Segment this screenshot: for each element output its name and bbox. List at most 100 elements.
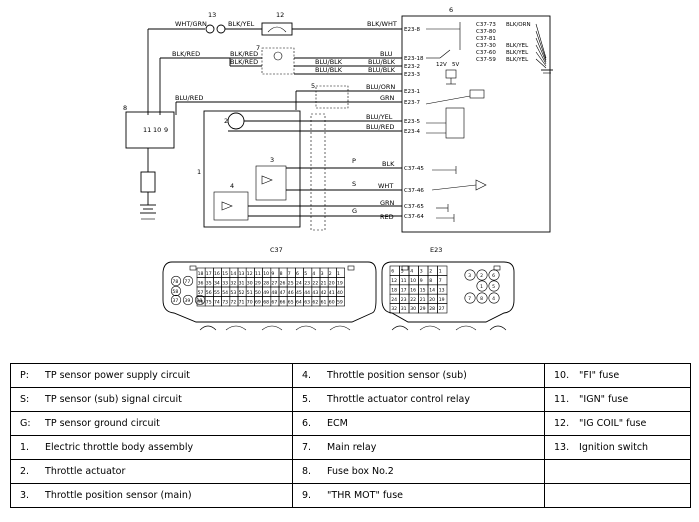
c37-pin-number: 60	[329, 299, 335, 305]
legend-key: 8.	[302, 466, 312, 477]
ecm-pin-c37-46: C37-46	[404, 188, 424, 194]
c37-pin-cell	[336, 296, 345, 307]
e23-pin-number: 21	[420, 297, 426, 303]
c37-pin-number: 72	[230, 299, 236, 305]
c37-pin-number: 54	[222, 290, 228, 296]
c37-pin-number: 67	[271, 299, 277, 305]
wire-label-blu-red-2: BLU/RED	[366, 123, 394, 131]
ecm-pin-c37-80: C37-80	[476, 29, 496, 35]
e23-pin-number: 19	[439, 297, 445, 303]
legend-value: Throttle position sensor (sub)	[327, 370, 467, 381]
c37-pin-number: 19	[337, 280, 343, 286]
ecm-pin-e23-5: E23-5	[404, 119, 420, 125]
e23-pin-number: 27	[439, 306, 445, 312]
legend-key: 7.	[302, 442, 312, 453]
ecm-pin-e23-1: E23-1	[404, 89, 420, 95]
c37-side-pin	[182, 294, 194, 306]
c37-pin-number: 36	[198, 280, 204, 286]
legend-cell: 7. Main relay	[292, 435, 545, 460]
ecm-pin-c37-59: C37-59	[476, 57, 496, 63]
connector-c37-title: C37	[270, 246, 283, 254]
c37-pin-number: 13	[239, 271, 245, 277]
e23-pin-number: 22	[410, 297, 416, 303]
wire-label-blu: BLU	[380, 50, 393, 58]
c37-side-pin	[182, 275, 194, 287]
c37-pin-number: 4	[312, 271, 315, 277]
part-label-6: 6	[449, 6, 453, 14]
c37-pin-number: 25	[288, 280, 294, 286]
main-relay-box	[261, 47, 295, 75]
legend-value: TP sensor ground circuit	[45, 418, 160, 429]
part-label-10: 10	[153, 126, 161, 134]
legend-value: Throttle actuator	[45, 466, 126, 477]
e23-pin-number: 6	[391, 269, 394, 275]
legend-key: 6.	[302, 418, 312, 429]
c37-pin-number: 1	[337, 271, 340, 277]
wire-label-wht: WHT	[378, 182, 393, 190]
ecm-pin-e23-2: E23-2	[404, 64, 420, 70]
e23-pin-number: 32	[391, 306, 397, 312]
wire-label-red: RED	[380, 213, 394, 221]
c37-pin-number: 65	[288, 299, 294, 305]
legend-value: Ignition switch	[579, 442, 649, 453]
e23-pin-number: 14	[429, 287, 435, 293]
e23-round-pin-number: 8	[480, 296, 483, 302]
e23-pin-number: 23	[401, 297, 407, 303]
c37-side-pin	[170, 275, 182, 287]
c37-pin-number: 41	[329, 290, 335, 296]
c37-side-pin	[194, 294, 206, 306]
legend-value: Throttle actuator control relay	[327, 394, 470, 405]
e23-round-pin-number: 3	[468, 273, 471, 279]
wire-label-blu-red: BLU/RED	[175, 94, 203, 102]
legend-value: Main relay	[327, 442, 377, 453]
c37-pin-number: 75	[206, 299, 212, 305]
ecm-pin-e23-18: E23-18	[404, 56, 424, 62]
legend-cell	[544, 483, 691, 508]
part-label-11: 11	[143, 126, 151, 134]
wire-label-blu-yel: BLU/YEL	[366, 113, 393, 121]
legend-value: "IG COIL" fuse	[579, 418, 647, 429]
throttle-actuator-relay-box	[315, 85, 349, 109]
ignition-switch-icon	[205, 24, 215, 34]
legend-cell: 11. "IGN" fuse	[544, 387, 691, 412]
legend-cell: S: TP sensor (sub) signal circuit	[10, 387, 293, 412]
shield-line	[310, 113, 326, 231]
legend-cell: 6. ECM	[292, 411, 545, 436]
c37-pin-number: 66	[280, 299, 286, 305]
c37-pin-number: 57	[198, 290, 204, 296]
c37-pin-number: 21	[321, 280, 327, 286]
part-label-2: 2	[224, 117, 228, 125]
c37-pin-number: 68	[263, 299, 269, 305]
main-fuse-icon	[140, 171, 156, 193]
e23-pin-number: 24	[391, 297, 397, 303]
c37-pin-number: 30	[247, 280, 253, 286]
part-label-13: 13	[208, 11, 216, 19]
c37-pin-number: 17	[206, 271, 212, 277]
wire-label-blk-yel: BLK/YEL	[228, 20, 255, 28]
wire-label-blk-red-1: BLK/RED	[172, 50, 200, 58]
c37-pin-number: 15	[222, 271, 228, 277]
c37-pin-number: 51	[247, 290, 253, 296]
wire-label-blk-yel-1: BLK/YEL	[506, 43, 529, 49]
c37-pin-number: 62	[312, 299, 318, 305]
wire-label-blu-blk-3: BLU/BLK	[315, 66, 343, 74]
c37-pin-number: 71	[239, 299, 245, 305]
legend-value: "IGN" fuse	[579, 394, 629, 405]
c37-pin-number: 29	[255, 280, 261, 286]
ecm-pin-c37-64: C37-64	[404, 214, 424, 220]
c37-pin-number: 24	[296, 280, 302, 286]
wire-label-blk-red-2: BLK/RED	[230, 50, 258, 58]
e23-round-pin	[464, 269, 476, 281]
e23-pin-number: 17	[401, 287, 407, 293]
legend-key: 11.	[554, 394, 570, 405]
c37-pin-number: 2	[329, 271, 332, 277]
fuse-box-no2	[125, 111, 175, 149]
e23-pin-number: 11	[401, 278, 407, 284]
c37-pin-number: 64	[296, 299, 302, 305]
voltage-label-5v: 5V	[452, 62, 459, 68]
